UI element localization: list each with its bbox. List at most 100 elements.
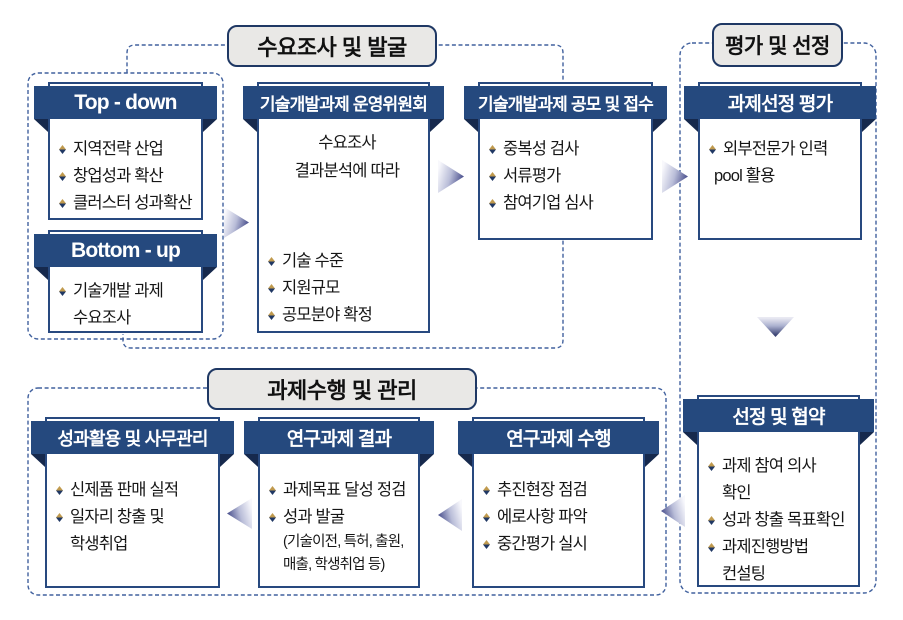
bullet-item: 중간평가 실시 <box>482 531 642 558</box>
bullet-item-continuation: pool 활용 <box>714 167 775 185</box>
bullet-text: 중복성 검사 <box>503 140 579 158</box>
diamond-bullet-icon <box>489 145 496 154</box>
bullet-item: 과제진행방법 <box>707 534 857 561</box>
box-committee-body <box>257 82 430 333</box>
bullet-text: 서류평가 <box>503 167 561 185</box>
bullet-item: 외부전문가 인력 <box>708 136 859 163</box>
diamond-bullet-icon <box>59 287 66 296</box>
bullet-text: 과제진행방법 <box>722 538 809 556</box>
box-apply-content: 중복성 검사 서류평가 참여기업 심사 <box>488 128 650 217</box>
bullet-text: 지원규모 <box>282 279 340 297</box>
box-apply-title: 기술개발과제 공모 및 접수 <box>464 86 667 119</box>
bullet-item-continuation: (기술이전, 특허, 출원, <box>283 534 404 550</box>
diamond-bullet-icon <box>483 513 490 522</box>
bullet-item: 지원규모 <box>267 275 427 302</box>
box-evaluation-title: 과제선정 평가 <box>684 86 876 119</box>
diamond-bullet-icon <box>709 145 716 154</box>
box-committee-title: 기술개발과제 운영위원회 <box>243 86 444 119</box>
box-apply: 기술개발과제 공모 및 접수 중복성 검사 서류평가 참여기업 심사 <box>464 82 667 240</box>
bullet-item: 기술 수준 <box>267 248 427 275</box>
bullet-text: 참여기업 심사 <box>503 194 594 212</box>
bullet-text: 성과 발굴 <box>283 508 345 526</box>
box-top-down: Top - down 지역전략 산업 창업성과 확산 클러스터 성과확산 <box>34 82 217 220</box>
box-evaluation: 과제선정 평가 외부전문가 인력 pool 활용 <box>684 82 876 240</box>
bullet-text: 지역전략 산업 <box>73 140 164 158</box>
bullet-item: 기술개발 과제 <box>58 278 200 305</box>
diamond-bullet-icon <box>489 172 496 181</box>
bullet-item: 성과 창출 목표확인 <box>707 507 857 534</box>
center-text-line: 결과분석에 따라 <box>294 162 400 180</box>
dashed-box-topdown-group <box>27 72 224 340</box>
bullet-item: 참여기업 심사 <box>488 190 650 217</box>
bullet-text: 중간평가 실시 <box>497 535 588 553</box>
bullet-text: 공모분야 확정 <box>282 306 373 324</box>
box-result-title: 연구과제 결과 <box>244 421 434 454</box>
bullet-item-continuation: 수요조사 <box>73 309 131 327</box>
bullet-text: 클러스터 성과확산 <box>73 194 193 212</box>
box-result: 연구과제 결과 과제목표 달성 정검 성과 발굴 (기술이전, 특허, 출원, … <box>244 417 434 588</box>
box-select: 선정 및 협약 과제 참여 의사 확인 성과 창출 목표확인 과제진행방법 컨설… <box>683 395 874 588</box>
diamond-bullet-icon <box>59 199 66 208</box>
diamond-bullet-icon <box>56 486 63 495</box>
box-result-use-title: 성과활용 및 사무관리 <box>31 421 234 454</box>
box-select-content: 과제 참여 의사 확인 성과 창출 목표확인 과제진행방법 컨설팅 <box>707 441 857 588</box>
box-perform-content: 추진현장 점검 에로사항 파악 중간평가 실시 <box>482 463 642 558</box>
box-result-use-content: 신제품 판매 실적 일자리 창출 및 학생취업 <box>55 463 217 558</box>
bullet-text: 추진현장 점검 <box>497 481 588 499</box>
box-result-content: 과제목표 달성 정검 성과 발굴 (기술이전, 특허, 출원, 매출, 학생취업… <box>268 463 417 577</box>
bullet-text: 일자리 창출 및 <box>70 508 165 526</box>
box-result-use: 성과활용 및 사무관리 신제품 판매 실적 일자리 창출 및 학생취업 <box>31 417 234 588</box>
bullet-text: 기술 수준 <box>282 252 344 270</box>
bullet-item: 과제 참여 의사 <box>707 453 857 480</box>
diamond-bullet-icon <box>483 540 490 549</box>
box-perform-title: 연구과제 수행 <box>458 421 659 454</box>
diamond-bullet-icon <box>268 284 275 293</box>
diamond-bullet-icon <box>59 145 66 154</box>
box-top-down-title: Top - down <box>34 86 217 119</box>
bullet-text: 외부전문가 인력 <box>723 140 828 158</box>
bullet-item: 중복성 검사 <box>488 136 650 163</box>
bullet-item: 지역전략 산업 <box>58 136 200 163</box>
bullet-text: 성과 창출 목표확인 <box>722 511 845 529</box>
bullet-item: 공모분야 확정 <box>267 302 427 329</box>
diamond-bullet-icon <box>59 172 66 181</box>
bullet-item: 추진현장 점검 <box>482 477 642 504</box>
bullet-item-continuation: 확인 <box>722 484 752 502</box>
box-top-down-content: 지역전략 산업 창업성과 확산 클러스터 성과확산 <box>58 128 200 217</box>
bullet-item: 창업성과 확산 <box>58 163 200 190</box>
diamond-bullet-icon <box>268 257 275 266</box>
bullet-item-continuation: 컨설팅 <box>722 565 766 583</box>
box-bottom-up-content: 기술개발 과제 수요조사 <box>58 276 200 332</box>
bullet-item-continuation: 학생취업 <box>70 535 128 553</box>
bullet-item: 서류평가 <box>488 163 650 190</box>
diamond-bullet-icon <box>708 462 715 471</box>
bullet-text: 과제목표 달성 정검 <box>283 481 406 499</box>
stage-label-evaluation: 평가 및 선정 <box>712 23 843 67</box>
diamond-bullet-icon <box>483 486 490 495</box>
bullet-text: 신제품 판매 실적 <box>70 481 179 499</box>
bullet-text: 창업성과 확산 <box>73 167 164 185</box>
box-committee-content: 수요조사 결과분석에 따라 기술 수준 지원규모 공모분야 확정 <box>267 128 427 329</box>
bullet-item-continuation: 매출, 학생취업 등) <box>283 557 385 573</box>
bullet-item: 클러스터 성과확산 <box>58 190 200 217</box>
box-select-title: 선정 및 협약 <box>683 399 874 432</box>
bullet-text: 에로사항 파악 <box>497 508 588 526</box>
stage-label-execution: 과제수행 및 관리 <box>207 368 477 410</box>
bullet-text: 과제 참여 의사 <box>722 457 817 475</box>
diamond-bullet-icon <box>269 513 276 522</box>
bullet-item: 에로사항 파악 <box>482 504 642 531</box>
diamond-bullet-icon <box>489 199 496 208</box>
diamond-bullet-icon <box>708 543 715 552</box>
dashed-box-execution-group <box>27 387 667 596</box>
box-bottom-up-title: Bottom - up <box>34 234 217 267</box>
bullet-item: 신제품 판매 실적 <box>55 477 217 504</box>
box-bottom-up: Bottom - up 기술개발 과제 수요조사 <box>34 230 217 333</box>
box-evaluation-content: 외부전문가 인력 pool 활용 <box>708 128 859 190</box>
bullet-text: 기술개발 과제 <box>73 282 164 300</box>
box-perform: 연구과제 수행 추진현장 점검 에로사항 파악 중간평가 실시 <box>458 417 659 588</box>
stage-label-demand: 수요조사 및 발굴 <box>227 25 437 67</box>
center-text-line: 수요조사 <box>318 134 376 152</box>
bullet-item: 일자리 창출 및 <box>55 504 217 531</box>
bullet-item: 성과 발굴 <box>268 504 417 531</box>
